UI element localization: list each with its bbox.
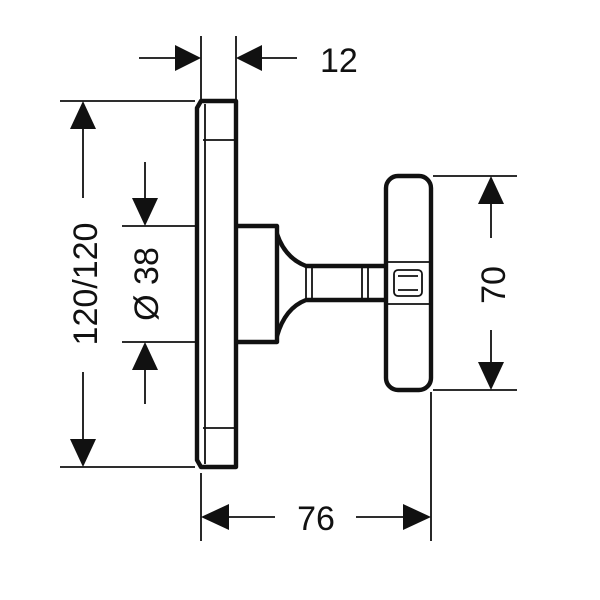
plate-outline: [194, 98, 239, 470]
neck-lower: [274, 297, 384, 337]
arrowhead: [70, 101, 96, 129]
dimension-label: 70: [475, 266, 513, 304]
dimension-label: Ø 38: [128, 247, 166, 321]
hub-outline: [236, 223, 280, 345]
arrowhead: [478, 362, 504, 390]
dimension-label: 76: [297, 500, 335, 538]
arrowhead: [70, 439, 96, 467]
arrowhead: [478, 176, 504, 204]
hub: [236, 223, 280, 345]
arrowhead: [236, 45, 262, 71]
dimension-plate-thickness: 12: [139, 36, 358, 99]
handle-slot-core: [393, 269, 423, 297]
dimension-plate-size: 120/120: [60, 100, 195, 468]
dimension-label: 120/120: [67, 223, 105, 346]
dimension-hub-diameter: Ø 38: [122, 162, 195, 404]
dimension-total-depth: 76: [200, 392, 432, 541]
arrowhead: [201, 504, 229, 530]
arrowhead: [175, 45, 201, 71]
dimension-label: 12: [320, 42, 358, 80]
dimension-handle-height: 70: [433, 175, 517, 391]
arrowhead: [132, 198, 158, 226]
cover-plate: [194, 98, 239, 470]
arrowhead: [403, 504, 431, 530]
neck-upper: [274, 233, 384, 269]
handle-outline: [383, 173, 434, 393]
arrowhead: [132, 342, 158, 370]
stem: [274, 233, 384, 337]
handle: [383, 173, 434, 393]
